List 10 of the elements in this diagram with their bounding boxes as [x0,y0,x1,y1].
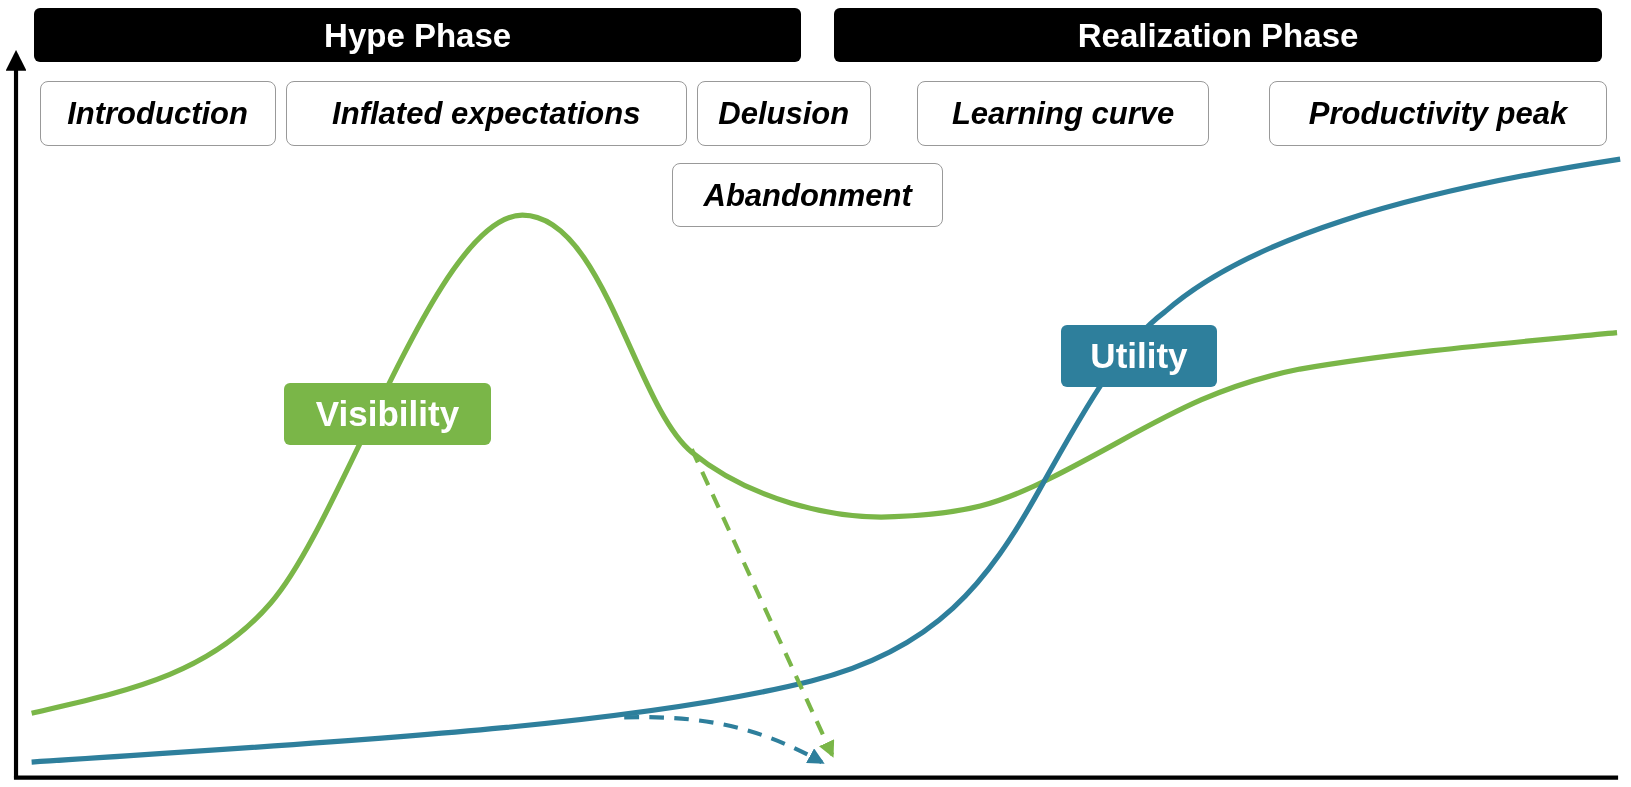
phase-banner: Realization Phase [834,8,1602,63]
curve-label: Visibility [283,382,491,446]
phase-banner: Hype Phase [34,8,801,63]
stage-label: Introduction [39,81,276,146]
stage-label: Productivity peak [1269,81,1608,146]
curve-label: Utility [1060,324,1217,387]
stage-label: Abandonment [671,163,944,227]
stage-label: Delusion [696,81,871,146]
stage-label: Learning curve [917,81,1209,146]
stage-label: Inflated expectations [286,81,687,146]
